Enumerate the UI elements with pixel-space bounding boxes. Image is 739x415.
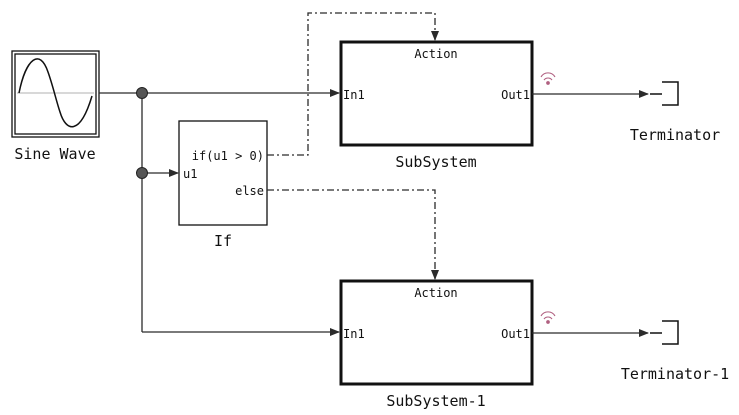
sine-wave-icon bbox=[17, 58, 94, 128]
if-output-if-label: if(u1 > 0) bbox=[192, 149, 264, 163]
terminator-block[interactable] bbox=[650, 81, 679, 106]
subsystem-label: SubSystem bbox=[395, 153, 476, 171]
terminator-1-label: Terminator-1 bbox=[621, 365, 729, 383]
if-block-label: If bbox=[214, 232, 232, 250]
terminator-icon bbox=[650, 81, 679, 106]
action-line-else-to-subsystem-1[interactable] bbox=[267, 189, 439, 280]
terminator-1-block[interactable] bbox=[650, 320, 679, 345]
wireless-signal-icon bbox=[540, 72, 556, 85]
subsystem-1-in-port-label: In1 bbox=[343, 327, 365, 341]
wireless-signal-icon bbox=[540, 311, 556, 324]
if-output-else-label: else bbox=[235, 184, 264, 198]
subsystem-1-out-port-label: Out1 bbox=[501, 327, 530, 341]
subsystem-out-port-label: Out1 bbox=[501, 88, 530, 102]
subsystem-1-block[interactable] bbox=[339, 279, 534, 386]
sine-wave-label: Sine Wave bbox=[14, 145, 95, 163]
subsystem-1-label: SubSystem-1 bbox=[386, 392, 485, 410]
branch-junction bbox=[136, 167, 148, 179]
subsystem-1-action-port-label: Action bbox=[414, 286, 457, 300]
if-input-port-label: u1 bbox=[183, 167, 197, 181]
branch-junction bbox=[136, 87, 148, 99]
terminator-label: Terminator bbox=[630, 126, 720, 144]
subsystem-in-port-label: In1 bbox=[343, 88, 365, 102]
subsystem-action-port-label: Action bbox=[414, 47, 457, 61]
action-line-if-to-subsystem[interactable] bbox=[267, 12, 439, 156]
if-block[interactable] bbox=[178, 120, 268, 226]
sine-wave-block[interactable] bbox=[11, 50, 100, 138]
subsystem-block[interactable] bbox=[339, 40, 534, 147]
terminator-icon bbox=[650, 320, 679, 345]
